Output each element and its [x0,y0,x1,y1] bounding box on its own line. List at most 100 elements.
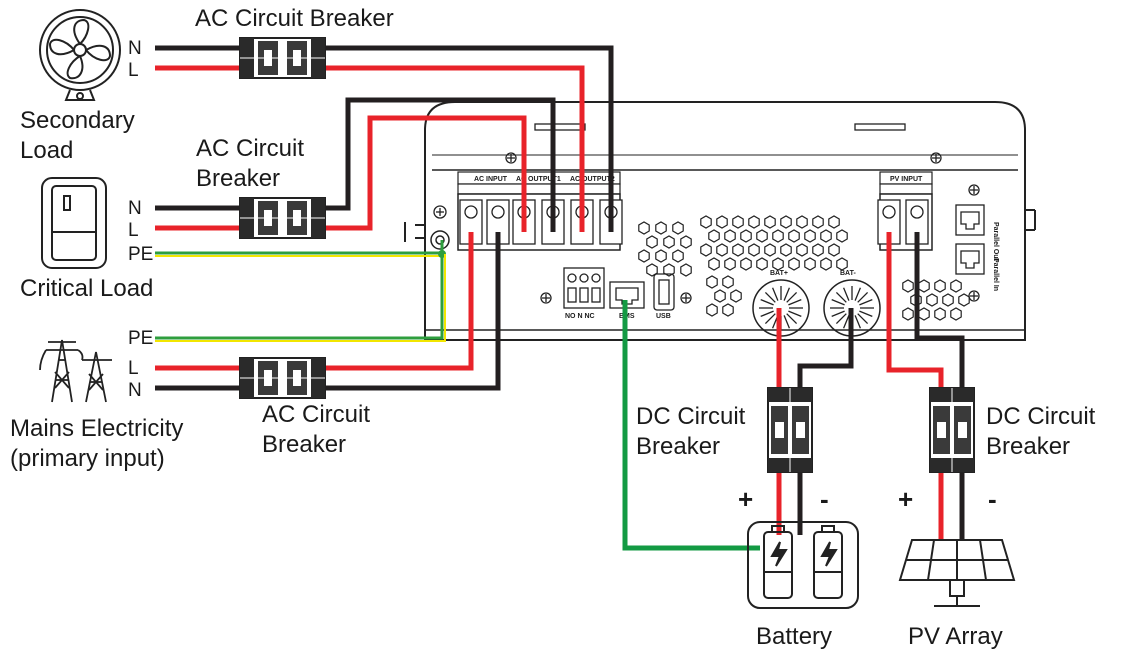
vent-hex [772,229,784,243]
dc-breaker-battery-label: DC Circuit [636,403,746,430]
mains-earth [155,254,446,342]
vent-hex [732,243,744,257]
terminal-spoke [831,298,845,306]
terminal-spoke [760,310,774,318]
terminal-screw [464,205,478,219]
vent-hex [672,221,684,235]
terminal-spoke [859,298,873,306]
wire-label-n: N [128,198,142,219]
vent-pattern [638,215,970,321]
vent-hex [902,279,914,293]
dc-breaker [767,387,813,473]
vent-hex [708,229,720,243]
battery-wires [776,308,854,535]
inverter-unit [404,101,1036,341]
vent-hex [680,263,692,277]
usb-port [653,273,675,311]
vent-hex [730,289,742,303]
vent-hex [748,215,760,229]
ac-output2-label: AC OUTPUT2 [570,176,615,183]
critical-load-earth [155,240,444,257]
vent-hex [950,307,962,321]
bat-plus-label: BAT+ [770,270,788,277]
parallel-out-port [955,204,985,236]
ground-terminal [430,230,450,250]
fan-icon [39,9,121,101]
vent-hex [828,243,840,257]
terminal-spoke [835,291,847,303]
wire-label-pe: PE [128,328,153,349]
terminal-spoke [783,287,791,301]
vent-hex [724,257,736,271]
bat-minus-label: BAT- [840,270,856,277]
vent-hex [934,307,946,321]
terminal-spoke [786,291,798,303]
vent-hex [700,243,712,257]
usb-port-label: USB [656,313,671,320]
vent-hex [638,221,650,235]
vent-hex [942,293,954,307]
vent-hex [958,293,970,307]
vent-hex [934,279,946,293]
critical-load-label: Critical Load [20,275,153,302]
breaker-toggle [775,422,784,438]
vent-hex [672,249,684,263]
vent-hex [780,215,792,229]
dc-breaker-pv-label-2: Breaker [986,433,1070,460]
wire-label-l: L [128,60,139,81]
wire-label-pe: PE [128,244,153,265]
parallel-in-label: Parallel In [992,258,999,291]
vent-hex [836,229,848,243]
vent-hex [706,303,718,317]
vent-hex [638,249,650,263]
terminal-spoke [760,298,774,306]
vent-hex [756,229,768,243]
terminal-spoke [857,313,869,325]
relay-port [563,267,605,309]
wire-label-l: L [128,220,139,241]
vent-hex [820,257,832,271]
mains-label-2: (primary input) [10,445,165,472]
vent-hex [918,279,930,293]
switch-icon [41,177,107,269]
ac-output1-label: AC OUTPUT1 [516,176,561,183]
vent-hex [812,215,824,229]
pv-wires [886,232,965,540]
terminal-screw [882,205,896,219]
vent-hex [788,257,800,271]
vent-hex [722,303,734,317]
vent-hex [756,257,768,271]
vent-hex [722,275,734,289]
vent-hex [646,263,658,277]
dc-breaker-battery-label-2: Breaker [636,433,720,460]
vent-hex [646,235,658,249]
ac-breaker-bottom-label-2: Breaker [262,431,346,458]
vent-hex [820,229,832,243]
pv-terminals [877,199,929,245]
terminal-spoke [835,313,847,325]
vent-hex [804,229,816,243]
terminal-screw [910,205,924,219]
terminal-spoke [854,287,862,301]
breaker-toggle [958,422,967,438]
breaker-toggle [937,422,946,438]
vent-hex [780,243,792,257]
solar-panel-icon [898,539,1016,607]
terminal-screw [491,205,505,219]
vent-hex [716,243,728,257]
vent-hex [655,221,667,235]
ac-breaker-top-label: AC Circuit Breaker [195,5,394,32]
parallel-out-label: Parallel Out [992,222,999,262]
vent-hex [926,293,938,307]
vent-hex [655,249,667,263]
battery-icon [747,521,859,609]
vent-hex [950,279,962,293]
vent-hex [748,243,760,257]
ac-breaker-mid-label: AC Circuit [196,135,304,162]
vent-hex [740,257,752,271]
dc-breaker [929,387,975,473]
vent-hex [764,243,776,257]
mains-wires [155,232,501,391]
vent-hex [804,257,816,271]
